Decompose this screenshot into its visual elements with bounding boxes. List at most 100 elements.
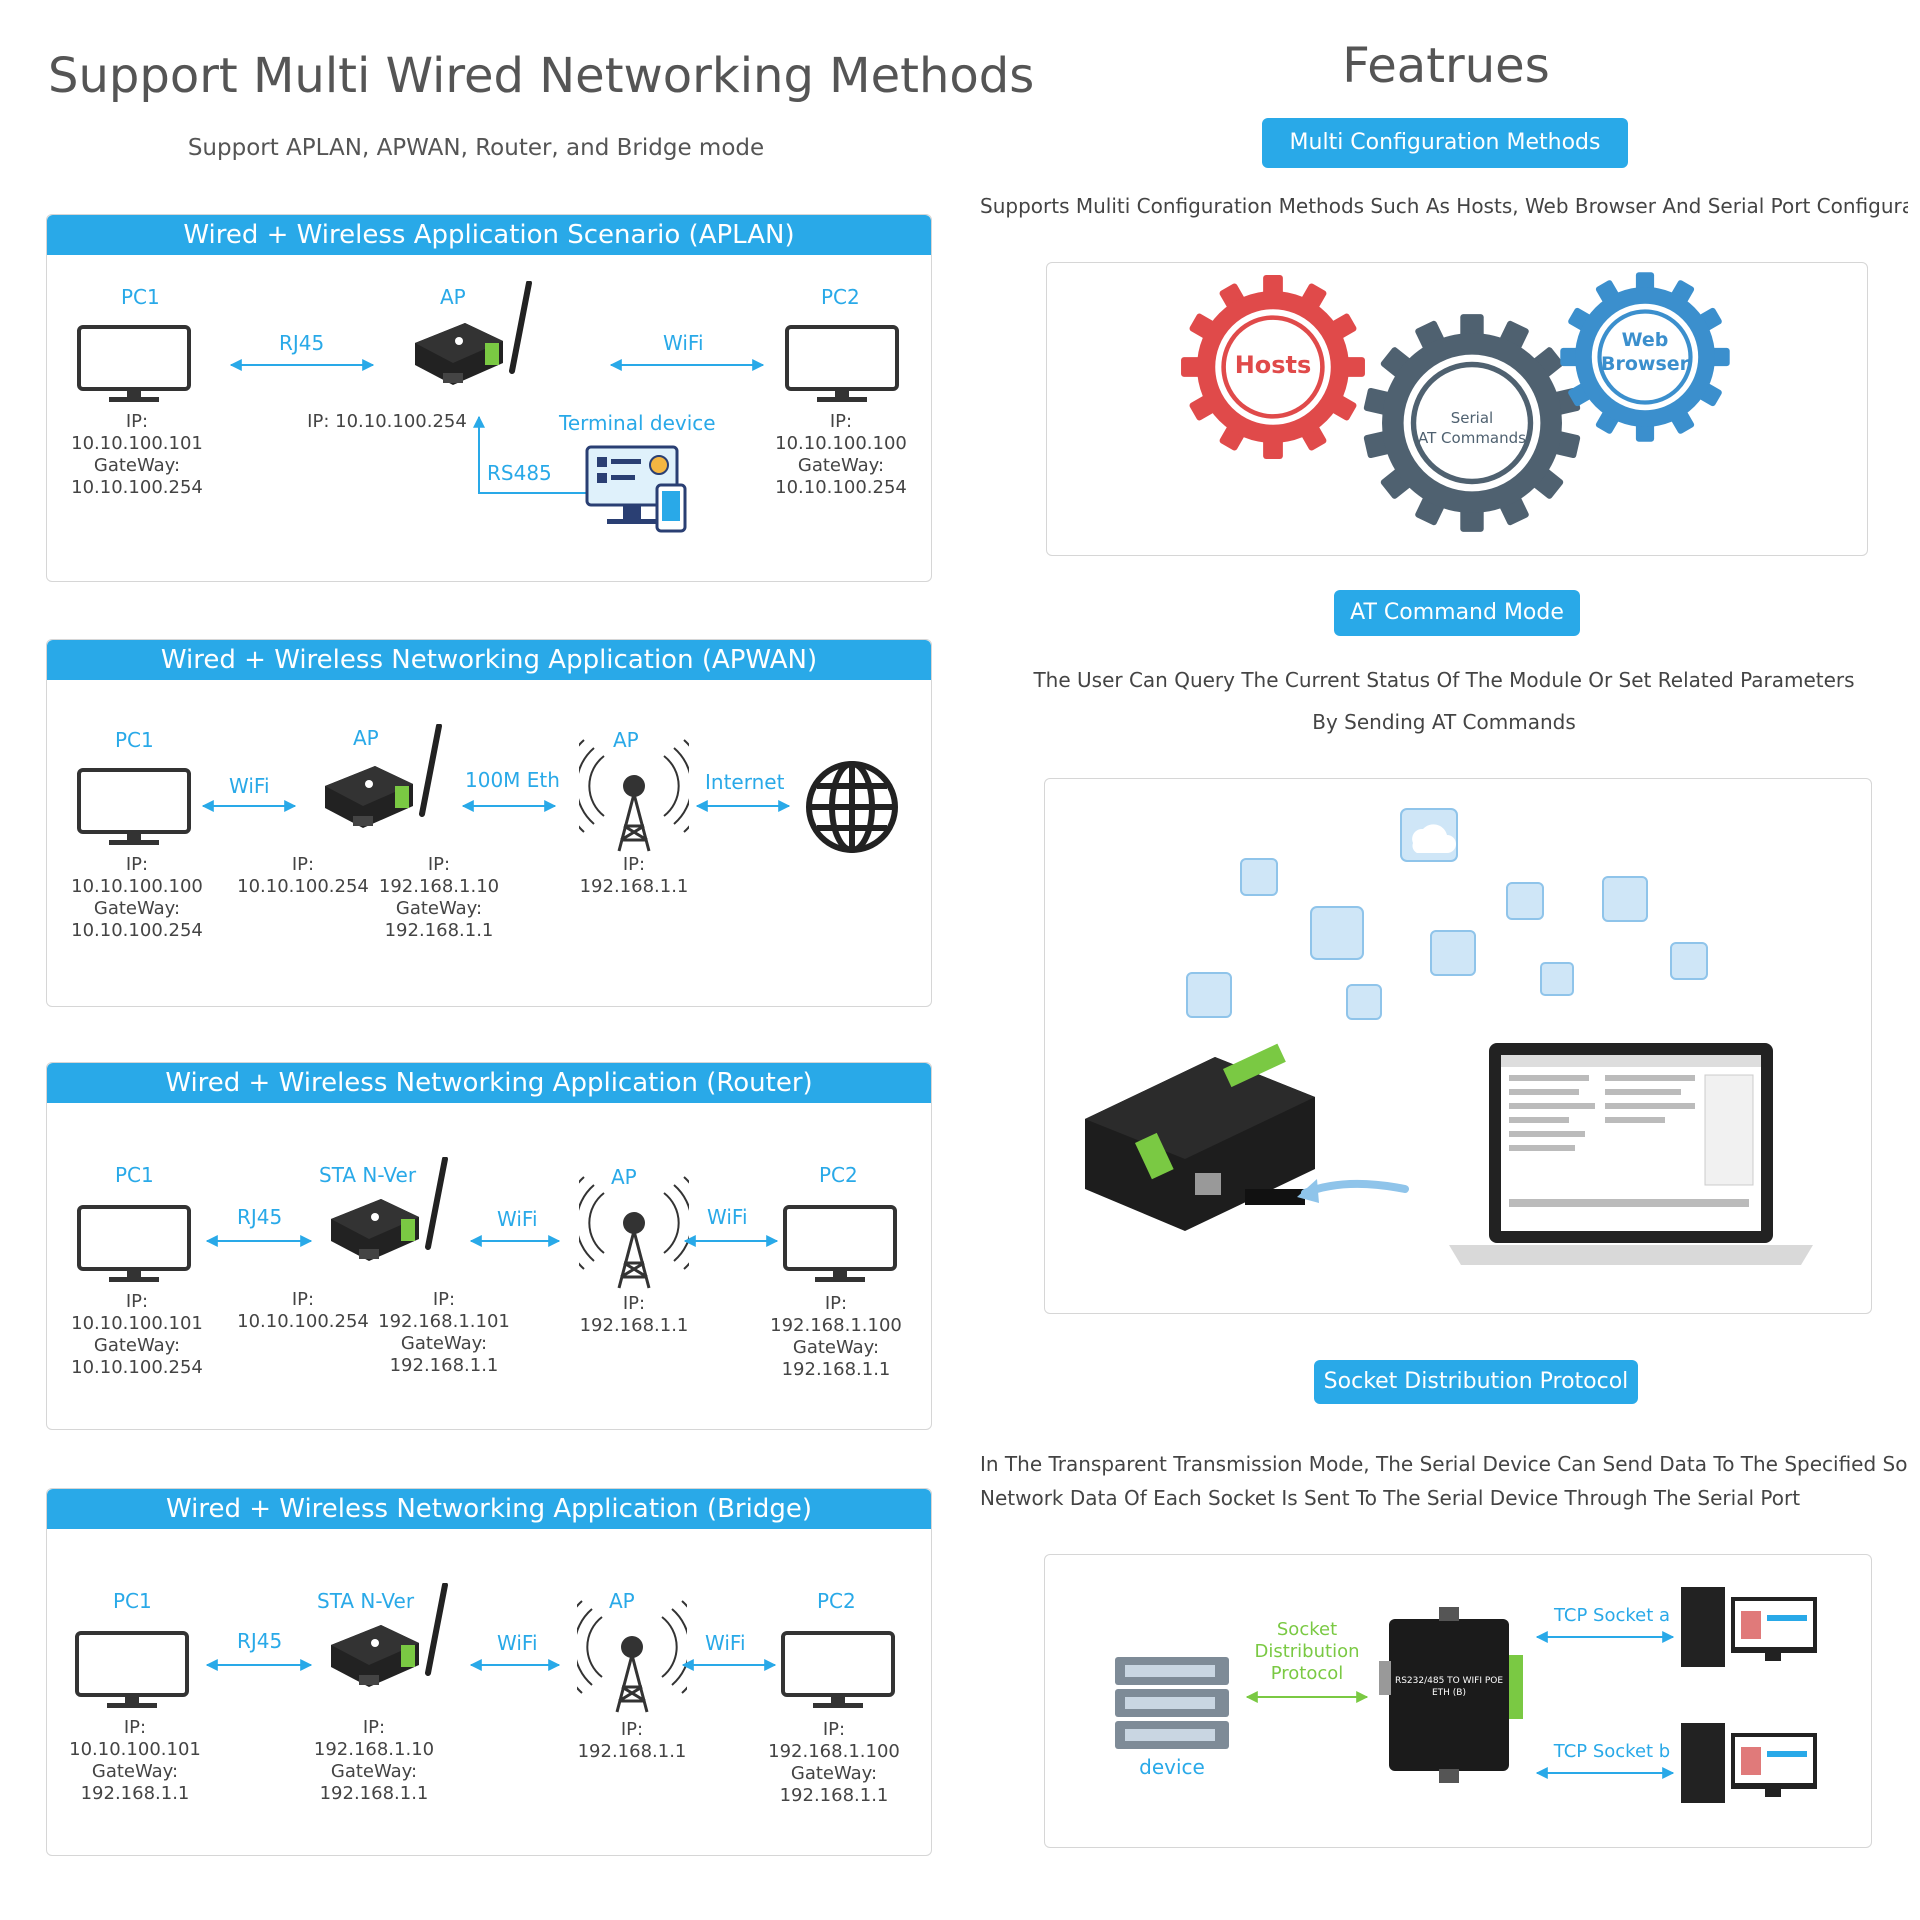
- globe-icon: [806, 761, 898, 853]
- ap2-ip: IP: 192.168.1.1: [579, 854, 689, 897]
- pc1-ip: IP: 10.10.100.101 GateWay: 192.168.1.1: [69, 1717, 201, 1804]
- socket-box: Socket Distribution Protocol device TCP …: [1044, 1554, 1872, 1848]
- pc1-monitor-icon: [77, 1205, 191, 1285]
- tcp-socket-b-label: TCP Socket b: [1553, 1741, 1671, 1762]
- pc1-monitor-icon: [77, 768, 191, 848]
- link-wifi-2: WiFi: [705, 1631, 746, 1655]
- link-wifi-1: WiFi: [497, 1207, 538, 1231]
- ap-tower-icon: [577, 1597, 687, 1717]
- link-wifi-2: WiFi: [707, 1205, 748, 1229]
- wifi-module-icon: [323, 1583, 453, 1703]
- arrow-wifi-1: [469, 1659, 561, 1671]
- socket-module-icon: [1379, 1607, 1523, 1783]
- arrow-wifi-1: [469, 1235, 561, 1247]
- settings-icon: [1346, 984, 1382, 1020]
- sta-label: STA N-Ver: [319, 1163, 417, 1187]
- section2-desc-1: The User Can Query The Current Status Of…: [1033, 668, 1855, 692]
- socket-illustration: [1115, 1587, 1817, 1803]
- section2-desc-2: By Sending AT Commands: [1312, 710, 1576, 734]
- left-title: Support Multi Wired Networking Methods: [48, 48, 1035, 104]
- doc-icon: [1430, 930, 1476, 976]
- tcp-socket-a-label: TCP Socket a: [1553, 1605, 1671, 1626]
- pc1-ip: IP: 10.10.100.101 GateWay: 10.10.100.254: [71, 411, 203, 498]
- wifi-module-icon: [407, 281, 537, 401]
- right-title: Featrues: [1342, 38, 1550, 94]
- pc2-monitor-icon: [781, 1631, 895, 1711]
- gear-serial-label-1: Serial: [1450, 409, 1494, 427]
- at-command-box: [1044, 778, 1872, 1314]
- arrow-rj45: [229, 359, 375, 371]
- pc2-label: PC2: [817, 1589, 856, 1613]
- bar-chart-icon: [1670, 942, 1708, 980]
- panel-bridge: Wired + Wireless Networking Application …: [46, 1488, 932, 1856]
- link-internet: Internet: [705, 770, 785, 794]
- protocol-label-3: Protocol: [1270, 1663, 1344, 1684]
- ap2-label: AP: [613, 728, 639, 752]
- ap-ip: IP: 10.10.100.254: [307, 411, 467, 432]
- link-wifi: WiFi: [663, 331, 704, 355]
- pc1-label: PC1: [115, 1163, 154, 1187]
- pill-multi-config: Multi Configuration Methods: [1262, 118, 1628, 168]
- pill-at-command: AT Command Mode: [1334, 590, 1580, 636]
- pc1-ip: IP: 10.10.100.101 GateWay: 10.10.100.254: [71, 1291, 203, 1378]
- link-rj45: RJ45: [237, 1629, 283, 1653]
- gear-web-label-1: Web: [1621, 329, 1669, 351]
- device-label: device: [1139, 1755, 1205, 1779]
- device-ip-left: IP: 10.10.100.254: [237, 1289, 369, 1332]
- laptop-icon: [1449, 1043, 1813, 1265]
- ap-tower-icon: [579, 736, 689, 856]
- arrow-wifi-2: [681, 1659, 777, 1671]
- pc1-monitor-icon: [77, 325, 191, 405]
- panel-aplan: Wired + Wireless Application Scenario (A…: [46, 214, 932, 582]
- at-command-illustration: [1085, 808, 1813, 1265]
- panel-router-header: Wired + Wireless Networking Application …: [47, 1063, 931, 1103]
- arrow-rj45: [205, 1659, 313, 1671]
- arrow-wifi: [201, 800, 297, 812]
- server-pc-icon-a: [1681, 1587, 1817, 1667]
- search-doc-icon: [1310, 906, 1364, 960]
- ap-tower-icon: [579, 1173, 689, 1293]
- web-browser-gear-icon: [1560, 272, 1730, 442]
- pill-socket-protocol: Socket Distribution Protocol: [1314, 1360, 1638, 1404]
- ap-label: AP: [353, 726, 379, 750]
- server-rack-icon: [1115, 1657, 1229, 1749]
- arrow-internet: [695, 800, 791, 812]
- section3-desc-1: In The Transparent Transmission Mode, Th…: [980, 1452, 1908, 1476]
- panel-bridge-header: Wired + Wireless Networking Application …: [47, 1489, 931, 1529]
- link-rj45: RJ45: [237, 1205, 283, 1229]
- ap-label: AP: [611, 1165, 637, 1189]
- pc2-label: PC2: [819, 1163, 858, 1187]
- pc2-label: PC2: [821, 285, 860, 309]
- pc2-monitor-icon: [783, 1205, 897, 1285]
- arrow-wifi: [609, 359, 765, 371]
- ap-label: AP: [609, 1589, 635, 1613]
- section3-desc-2: Network Data Of Each Socket Is Sent To T…: [980, 1486, 1801, 1510]
- pc2-ip: IP: 192.168.1.100 GateWay: 192.168.1.1: [768, 1719, 900, 1806]
- wifi-module-icon: [317, 724, 447, 844]
- server-pc-icon-b: [1681, 1723, 1817, 1803]
- gears-box: Hosts Serial AT Commands Web Browser: [1046, 262, 1868, 556]
- monitor-chart-icon: [1602, 876, 1648, 922]
- serial-at-gear-icon: [1363, 314, 1581, 532]
- wifi-module-icon: [323, 1157, 453, 1277]
- module-print-text: RS232/485 TO WIFI POE ETH (B): [1394, 1676, 1504, 1698]
- sta-label: STA N-Ver: [317, 1589, 415, 1613]
- arrow-rj45: [205, 1235, 313, 1247]
- gear-serial-label-2: AT Commands: [1418, 429, 1526, 447]
- device-ip-right: IP: 192.168.1.10 GateWay: 192.168.1.1: [378, 854, 500, 941]
- server-icon: [1506, 882, 1544, 920]
- arrow-wifi-2: [683, 1235, 779, 1247]
- ap-label: AP: [440, 285, 466, 309]
- dashboard-icon: [1240, 858, 1278, 896]
- serial-wifi-module-icon: [1085, 1043, 1315, 1231]
- pc2-ip: IP: 192.168.1.100 GateWay: 192.168.1.1: [770, 1293, 902, 1380]
- pc1-label: PC1: [115, 728, 154, 752]
- pc2-ip: IP: 10.10.100.100 GateWay: 10.10.100.254: [775, 411, 907, 498]
- section1-desc: Supports Muliti Configuration Methods Su…: [980, 194, 1908, 218]
- pc2-monitor-icon: [785, 325, 899, 405]
- device-ip-right: IP: 192.168.1.101 GateWay: 192.168.1.1: [378, 1289, 510, 1376]
- grid-icon: [1540, 962, 1574, 996]
- panel-apwan-header: Wired + Wireless Networking Application …: [47, 640, 931, 680]
- users-icon: [1186, 972, 1232, 1018]
- link-100m-eth: 100M Eth: [465, 768, 560, 792]
